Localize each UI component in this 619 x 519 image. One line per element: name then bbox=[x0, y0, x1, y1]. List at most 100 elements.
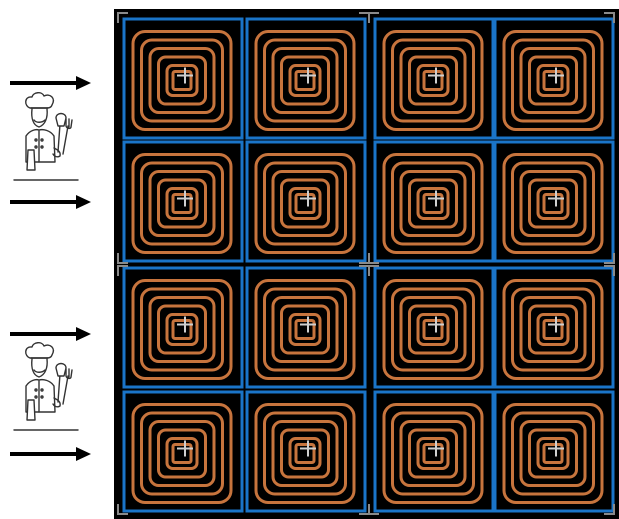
arrow-head bbox=[76, 195, 91, 209]
coil-ring bbox=[254, 153, 356, 254]
coil-ring bbox=[408, 55, 458, 106]
input-arrows bbox=[10, 76, 91, 461]
coil-ring bbox=[408, 428, 458, 479]
coil-ring bbox=[288, 64, 322, 97]
chef-icon bbox=[13, 342, 79, 431]
coil-ring bbox=[502, 153, 604, 254]
spatula-icon bbox=[55, 112, 67, 127]
button bbox=[34, 395, 38, 399]
coil-ring bbox=[263, 287, 347, 372]
button bbox=[40, 145, 44, 149]
coil-cell bbox=[493, 266, 615, 389]
coil-ring bbox=[416, 187, 450, 220]
coil-ring bbox=[528, 55, 578, 106]
coil-ring bbox=[502, 403, 604, 504]
fork-icon bbox=[65, 118, 73, 130]
coil-ring bbox=[165, 64, 199, 97]
coil-core bbox=[542, 443, 564, 464]
coil-cell bbox=[245, 140, 367, 263]
button bbox=[34, 388, 38, 392]
coil-ring bbox=[148, 296, 216, 363]
coil-ring bbox=[502, 30, 604, 131]
coil-ring bbox=[288, 187, 322, 220]
coil-ring bbox=[511, 161, 595, 246]
coil-cell bbox=[493, 140, 615, 263]
coil-ring bbox=[502, 279, 604, 380]
corner-mark bbox=[368, 12, 379, 23]
coil-ring bbox=[157, 428, 207, 479]
corner-mark bbox=[604, 12, 615, 23]
coil-ring bbox=[271, 47, 339, 114]
coil-ring bbox=[391, 38, 475, 123]
coil-ring bbox=[382, 153, 484, 254]
coil-ring bbox=[140, 411, 224, 496]
chef-hand bbox=[52, 397, 61, 408]
coil-ring bbox=[416, 437, 450, 470]
coil-ring bbox=[408, 304, 458, 355]
spatula-handle bbox=[57, 373, 61, 403]
corner-mark bbox=[368, 504, 379, 515]
coil-ring bbox=[140, 287, 224, 372]
coil-core bbox=[171, 319, 193, 340]
coil-core bbox=[171, 193, 193, 214]
coil-cell bbox=[493, 390, 615, 513]
coil-grid bbox=[122, 17, 615, 513]
coil-core bbox=[294, 443, 316, 464]
coil-ring bbox=[391, 287, 475, 372]
coil-core bbox=[294, 319, 316, 340]
coil-core bbox=[294, 193, 316, 214]
coil-ring bbox=[254, 403, 356, 504]
button bbox=[34, 138, 38, 142]
coil-ring bbox=[511, 38, 595, 123]
corner-mark bbox=[368, 253, 379, 264]
coil-ring bbox=[131, 30, 233, 131]
coil-ring bbox=[263, 411, 347, 496]
spatula-icon bbox=[55, 362, 67, 377]
coil-ring bbox=[263, 38, 347, 123]
quadrant-corner-marks bbox=[117, 12, 615, 515]
arrow-head bbox=[76, 447, 91, 461]
towel bbox=[26, 149, 36, 171]
chef-hand bbox=[52, 147, 61, 158]
coil-core bbox=[422, 443, 444, 464]
chef-beard bbox=[33, 369, 46, 373]
coil-ring bbox=[408, 178, 458, 229]
coil-ring bbox=[399, 170, 467, 237]
coil-ring bbox=[528, 428, 578, 479]
coil-ring bbox=[416, 64, 450, 97]
right-arrow-icon bbox=[10, 195, 91, 209]
coil-cell bbox=[373, 140, 495, 263]
coil-ring bbox=[280, 428, 330, 479]
chef-hat bbox=[25, 342, 54, 359]
arrow-head bbox=[76, 76, 91, 90]
button bbox=[40, 395, 44, 399]
chef-head bbox=[31, 108, 48, 128]
coil-ring bbox=[519, 170, 587, 237]
coil-core bbox=[542, 193, 564, 214]
coil-core bbox=[422, 319, 444, 340]
coil-cell bbox=[245, 17, 367, 140]
coil-ring bbox=[280, 178, 330, 229]
corner-mark bbox=[604, 253, 615, 264]
coil-ring bbox=[519, 47, 587, 114]
coil-cell bbox=[122, 390, 244, 513]
coil-ring bbox=[157, 304, 207, 355]
right-arrow-icon bbox=[10, 76, 91, 90]
coil-core bbox=[171, 70, 193, 91]
corner-mark bbox=[368, 265, 379, 276]
arrow-head bbox=[76, 327, 91, 341]
coil-ring bbox=[536, 437, 570, 470]
coil-ring bbox=[528, 304, 578, 355]
coil-cell bbox=[245, 266, 367, 389]
coil-ring bbox=[536, 187, 570, 220]
coil-ring bbox=[254, 30, 356, 131]
coil-core bbox=[542, 70, 564, 91]
coil-cell bbox=[373, 17, 495, 140]
coil-ring bbox=[280, 304, 330, 355]
chef-head bbox=[31, 358, 48, 378]
coil-ring bbox=[536, 313, 570, 346]
coil-ring bbox=[511, 287, 595, 372]
chef-figures bbox=[13, 92, 79, 431]
